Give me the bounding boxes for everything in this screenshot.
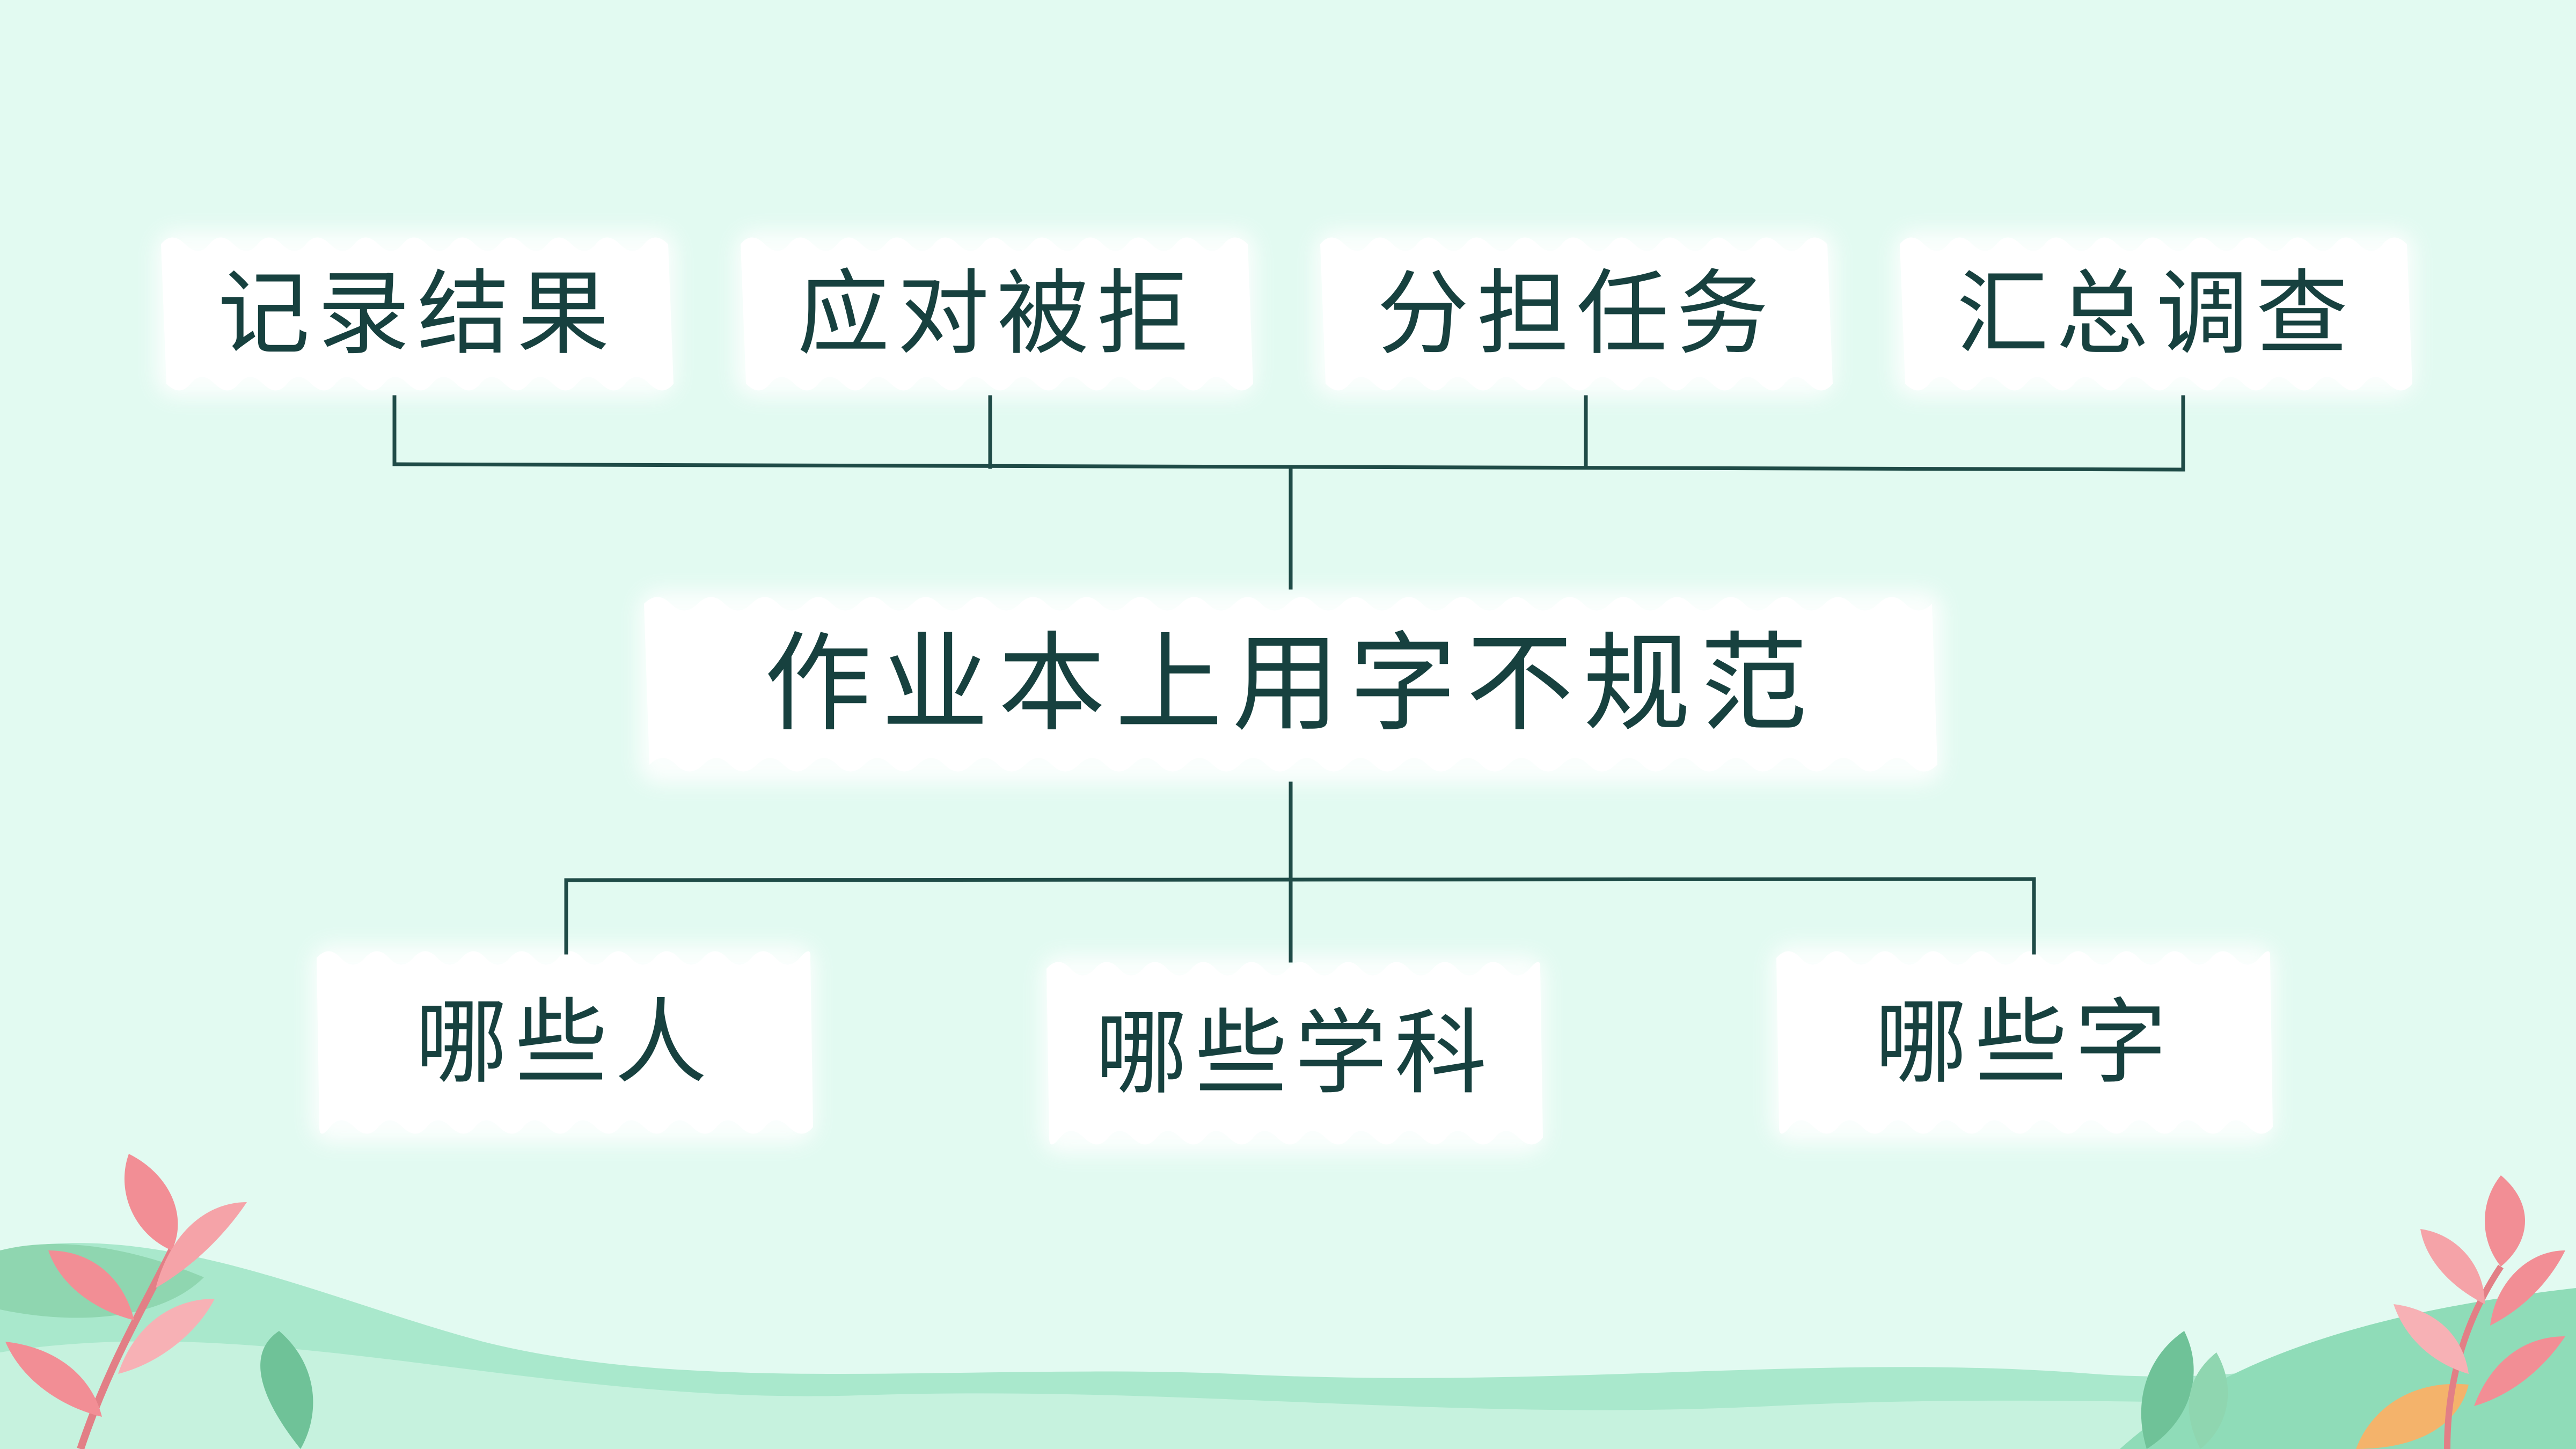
node-label: 汇总调查 (1956, 260, 2356, 368)
node-label: 哪些学科 (1095, 999, 1495, 1107)
box-top-2 (741, 237, 1253, 391)
node-label: 哪些字 (1875, 988, 2175, 1096)
connectors (392, 395, 2185, 963)
node-summarize-survey: 汇总调查 (1900, 244, 2412, 384)
node-central-topic: 作业本上用字不规范 (644, 604, 1937, 765)
node-which-characters: 哪些字 (1776, 958, 2273, 1127)
node-which-people: 哪些人 (317, 958, 813, 1127)
decor-leaves-right (2141, 1175, 2565, 1449)
node-label: 记录结果 (217, 260, 617, 368)
box-bottom-3 (1776, 951, 2273, 1134)
boxes (161, 237, 2412, 1145)
connector-bottom-bus (564, 877, 2036, 882)
decor-hills (0, 1243, 2576, 1449)
central-topic-label: 作业本上用字不规范 (764, 621, 1817, 747)
box-top-1 (161, 237, 674, 391)
node-label: 应对被拒 (797, 260, 1197, 368)
node-label: 分担任务 (1377, 260, 1776, 368)
box-bottom-1 (317, 951, 813, 1134)
decor-leaves-left (0, 1154, 313, 1449)
node-which-subjects: 哪些学科 (1046, 969, 1543, 1138)
node-record-results: 记录结果 (161, 244, 674, 384)
box-bottom-2 (1046, 962, 1543, 1145)
box-top-4 (1900, 237, 2412, 391)
box-center (644, 597, 1937, 772)
node-label: 哪些人 (415, 988, 715, 1096)
node-handle-rejection: 应对被拒 (741, 244, 1253, 384)
box-top-3 (1320, 237, 1833, 391)
node-share-tasks: 分担任务 (1320, 244, 1833, 384)
